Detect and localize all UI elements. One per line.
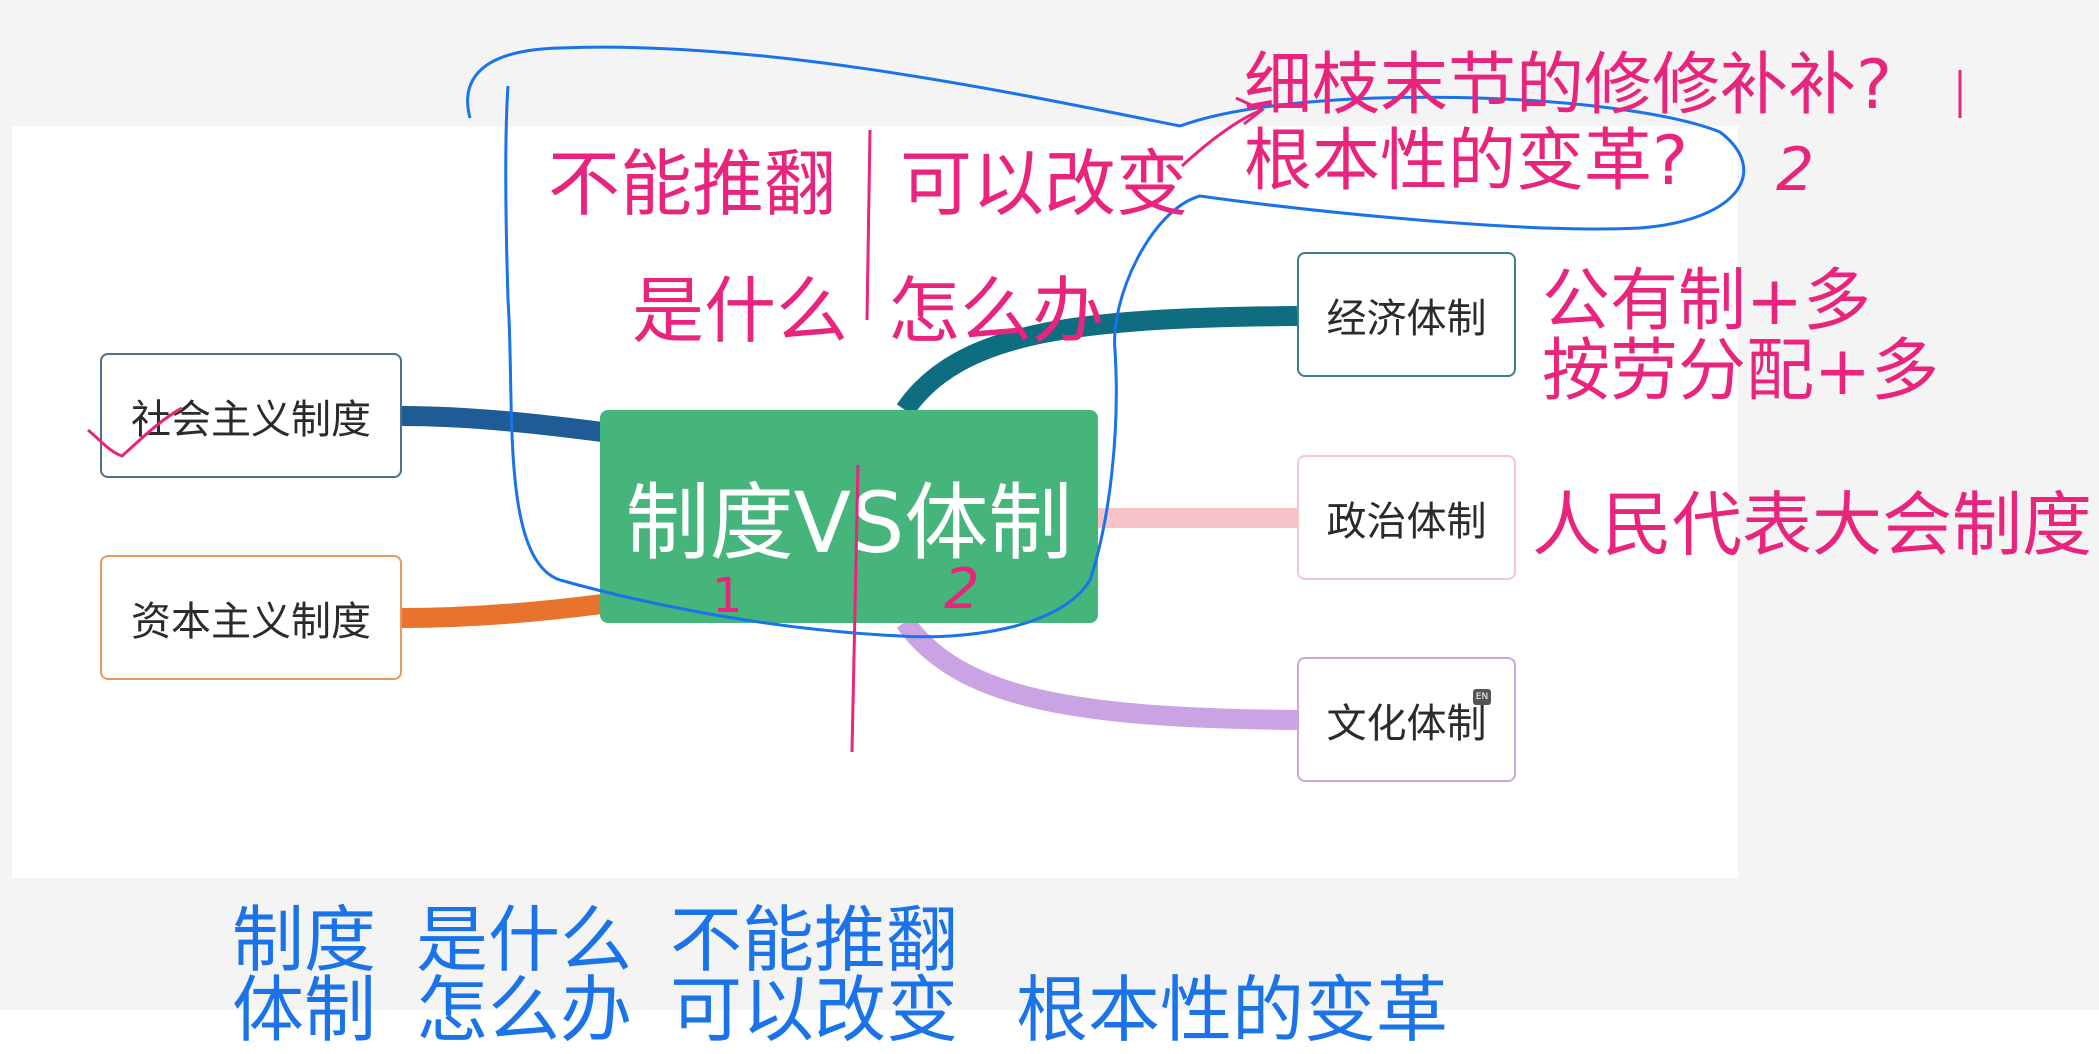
node-capitalism-label: 资本主义制度 [131, 598, 371, 645]
note-mark-1: 1 [712, 568, 743, 624]
summary-can-change: 可以改变 [670, 968, 959, 1052]
note-mark-2: 2 [944, 557, 980, 622]
link-culture [896, 616, 1298, 730]
summary-system: 制度 [232, 898, 377, 982]
node-economy-label: 经济体制 [1326, 295, 1487, 342]
link-capitalism [401, 594, 604, 628]
pen-pink-check [87, 406, 183, 458]
node-socialism[interactable]: 社会主义制度 [100, 353, 402, 478]
node-culture-label: 文化体制 [1326, 700, 1487, 747]
summary-how: 怎么办 [416, 968, 633, 1052]
node-politics[interactable]: 政治体制 [1297, 455, 1516, 580]
note-how: 怎么办 [888, 269, 1105, 353]
link-economy [896, 306, 1298, 416]
note-politics: 人民代表大会制度 [1532, 484, 2092, 566]
pen-blue-loop [466, 45, 1746, 639]
summary-cannot-overthrow: 不能推翻 [670, 898, 959, 982]
note-economy-2: 按劳分配+多 [1542, 332, 1939, 411]
note-question-minor-fix: 细枝末节的修修补补? [1244, 46, 1893, 125]
pen-pink-arrow [1180, 96, 1265, 168]
note-cannot-overthrow: 不能推翻 [548, 142, 837, 226]
node-culture[interactable]: 文化体制 [1297, 657, 1516, 782]
summary-what: 是什么 [416, 898, 633, 982]
summary-mechanism: 体制 [232, 968, 377, 1052]
pen-pink-divider-main [850, 464, 860, 753]
node-capitalism[interactable]: 资本主义制度 [100, 555, 402, 680]
node-politics-label: 政治体制 [1326, 498, 1487, 545]
summary-fundamental: 根本性的变革 [1016, 968, 1449, 1052]
link-socialism [401, 406, 604, 442]
central-topic-label: 制度VS体制 [625, 474, 1073, 572]
central-topic[interactable]: 制度VS体制 [600, 410, 1098, 623]
node-economy[interactable]: 经济体制 [1297, 252, 1516, 377]
note-mark-2-top: 2 [1776, 135, 1815, 205]
pen-pink-divider-top [865, 129, 872, 321]
node-socialism-label: 社会主义制度 [131, 396, 371, 443]
input-method-badge: EN [1473, 689, 1491, 705]
note-economy-1: 公有制+多 [1542, 262, 1871, 341]
note-what: 是什么 [632, 269, 849, 353]
note-question-fundamental: 根本性的变革? [1244, 122, 1689, 201]
note-can-change: 可以改变 [900, 142, 1189, 226]
